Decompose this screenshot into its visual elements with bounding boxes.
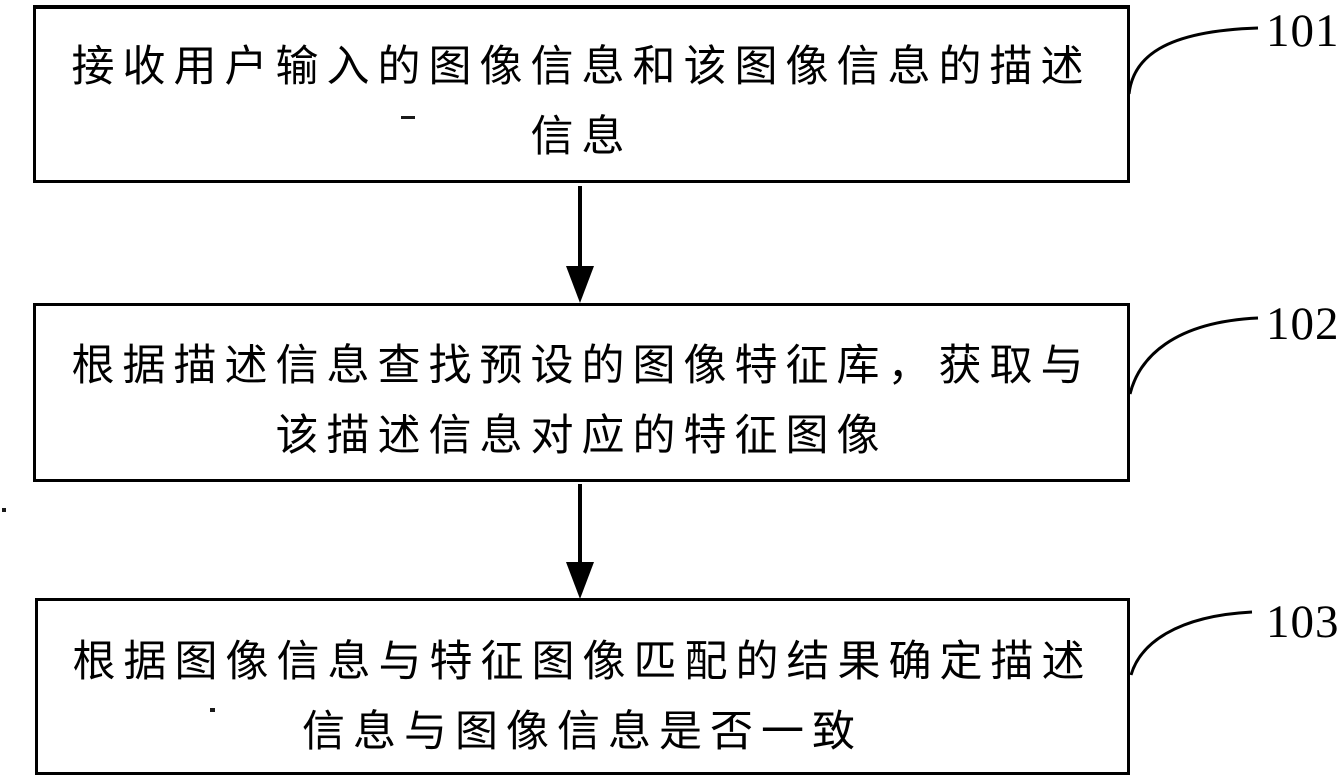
- step3-text-line2: 信息与图像信息是否一致: [302, 709, 863, 756]
- ref-label-101: 101: [1266, 5, 1340, 57]
- step3-text-line1: 根据图像信息与特征图像匹配的结果确定描述: [72, 639, 1093, 686]
- step-box-1: 接收用户输入的图像信息和该图像信息的描述 信息: [33, 5, 1130, 183]
- step2-text-line1: 根据描述信息查找预设的图像特征库，获取与: [71, 343, 1092, 390]
- arrow-down-icon: [566, 484, 594, 599]
- step1-text-line2: 信息: [530, 114, 633, 161]
- step-box-2: 根据描述信息查找预设的图像特征库，获取与 该描述信息对应的特征图像: [33, 303, 1130, 482]
- ref-line-102: [1128, 316, 1259, 395]
- ref-label-102: 102: [1266, 298, 1340, 350]
- step1-text-line1: 接收用户输入的图像信息和该图像信息的描述: [71, 44, 1092, 91]
- ref-label-103: 103: [1266, 596, 1340, 648]
- scan-artifact-dot: [210, 708, 215, 712]
- arrow-down-icon: [566, 186, 594, 303]
- scan-artifact-dash: [401, 116, 415, 119]
- ref-line-101: [1127, 26, 1259, 95]
- step2-text-line2: 该描述信息对应的特征图像: [275, 413, 888, 460]
- scan-artifact-dot: [2, 508, 6, 512]
- step-box-3: 根据图像信息与特征图像匹配的结果确定描述 信息与图像信息是否一致: [35, 598, 1130, 775]
- ref-line-103: [1129, 610, 1253, 676]
